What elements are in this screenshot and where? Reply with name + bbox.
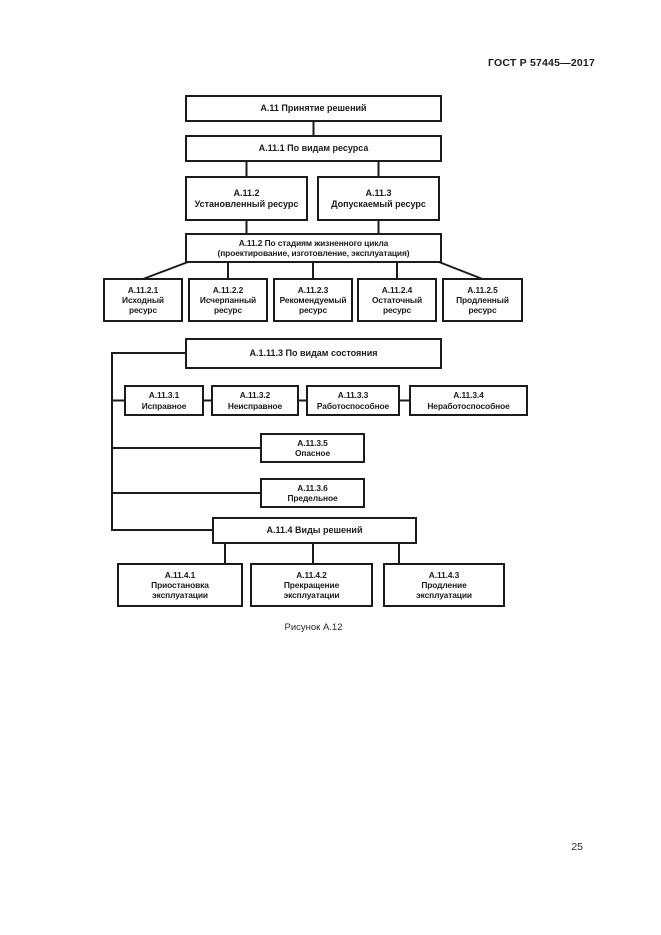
document-header: ГОСТ Р 57445—2017 [487, 57, 595, 69]
node-a11-2-established-resource: А.11.2 Установленный ресурс [185, 176, 308, 221]
node-a11-4-decision-types: А.11.4 Виды решений [212, 517, 417, 544]
node-a11-3-5-dangerous-state: А.11.3.5 Опасное [260, 433, 365, 463]
node-a1-11-3-by-state-type: А.1.11.3 По видам состояния [185, 338, 442, 369]
node-a11-2-lifecycle-stages: А.11.2 По стадиям жизненного цикла (прое… [185, 233, 442, 263]
node-a11-3-1-good-state: А.11.3.1 Исправное [124, 385, 204, 416]
node-a11-2-4-residual-resource: А.11.2.4 Остаточный ресурс [357, 278, 437, 322]
node-a11-4-1-suspend-operation: А.11.4.1 Приостановка эксплуатации [117, 563, 243, 607]
node-a11-3-6-limit-state: А.11.3.6 Предельное [260, 478, 365, 508]
node-a11-2-1-initial-resource: А.11.2.1 Исходный ресурс [103, 278, 183, 322]
node-a11-3-2-faulty-state: А.11.3.2 Неисправное [211, 385, 299, 416]
node-a11-3-3-operable-state: А.11.3.3 Работоспособное [306, 385, 400, 416]
page-number: 25 [571, 841, 583, 853]
node-a11-3-allowable-resource: А.11.3 Допускаемый ресурс [317, 176, 440, 221]
node-a11-2-3-recommended-resource: А.11.2.3 Рекомендуемый ресурс [273, 278, 353, 322]
node-a11-4-3-extend-operation: А.11.4.3 Продление эксплуатации [383, 563, 505, 607]
node-a11-2-5-extended-resource: А.11.2.5 Продленный ресурс [442, 278, 523, 322]
figure-caption: Рисунок А.12 [284, 622, 343, 633]
node-a11-3-4-inoperable-state: А.11.3.4 Неработоспособное [409, 385, 528, 416]
node-a11-decision-making: А.11 Принятие решений [185, 95, 442, 122]
node-a11-2-2-exhausted-resource: А.11.2.2 Исчерпанный ресурс [188, 278, 268, 322]
node-a11-1-by-resource-type: А.11.1 По видам ресурса [185, 135, 442, 162]
node-a11-4-2-terminate-operation: А.11.4.2 Прекращение эксплуатации [250, 563, 373, 607]
